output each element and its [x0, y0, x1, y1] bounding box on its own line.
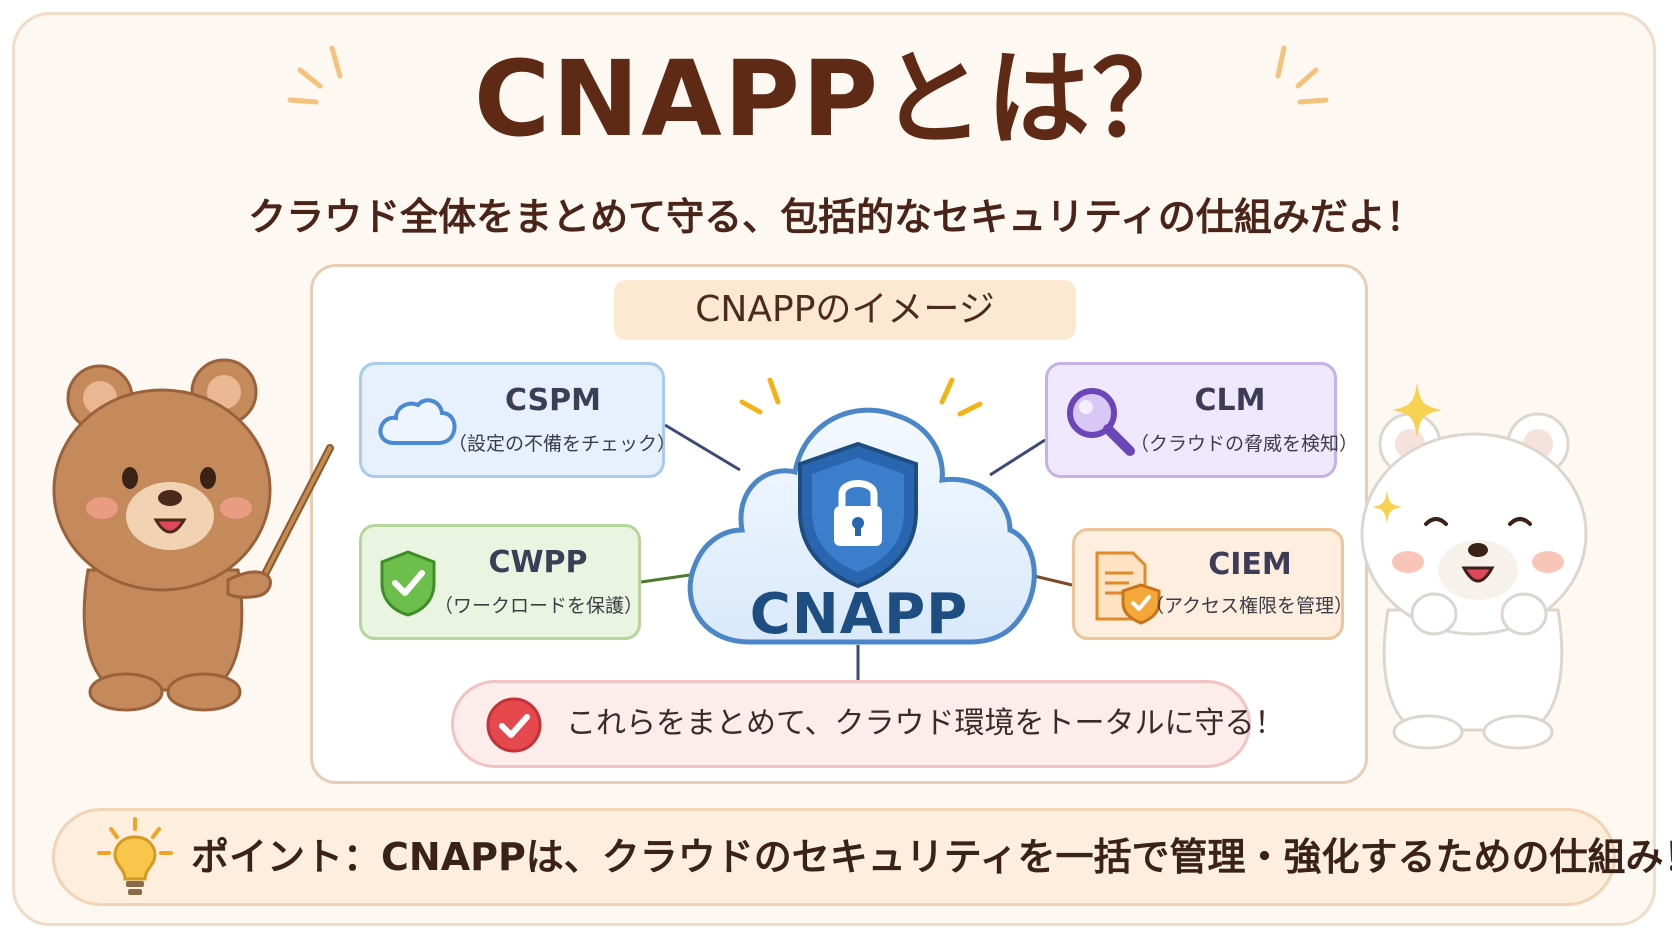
shield-lock-icon: [798, 441, 918, 589]
cloud-rays-icon: [739, 377, 983, 417]
component-ciem: CIEM （アクセス権限を管理）: [1072, 528, 1354, 640]
summary-pill: これらをまとめて、クラウド環境をトータルに守る！: [451, 680, 1285, 768]
white-bear-illustration: [1360, 412, 1588, 750]
component-cwpp: CWPP （ワークロードを保護）: [359, 524, 644, 640]
clm-name: CLM: [1194, 383, 1266, 418]
cnapp-center-label: CNAPP: [749, 582, 969, 647]
component-cspm: CSPM （設定の不備をチェック）: [359, 362, 677, 478]
panel-heading: CNAPPのイメージ: [614, 280, 1076, 340]
sparkle-large-icon: [1392, 382, 1442, 438]
ciem-name: CIEM: [1208, 547, 1292, 582]
title-sparkle-left-icon: [287, 45, 343, 105]
page-subtitle: クラウド全体をまとめて守る、包括的なセキュリティの仕組みだよ！: [248, 195, 1424, 239]
page-title: CNAPPとは？: [473, 38, 1199, 160]
cwpp-name: CWPP: [488, 545, 588, 580]
summary-text: これらをまとめて、クラウド環境をトータルに守る！: [566, 706, 1285, 741]
cspm-name: CSPM: [504, 383, 602, 418]
cspm-desc: （設定の不備をチェック）: [448, 433, 677, 455]
ciem-desc: （アクセス権限を管理）: [1145, 595, 1354, 617]
component-clm: CLM （クラウドの脅威を検知）: [1045, 362, 1359, 478]
cwpp-desc: （ワークロードを保護）: [434, 595, 644, 617]
lightbulb-icon: [97, 817, 173, 895]
brown-bear-illustration: [52, 358, 334, 712]
sparkle-small-icon: [1372, 490, 1402, 524]
point-bar: ポイント：CNAPPは、クラウドのセキュリティを一括で管理・強化するための仕組み…: [52, 808, 1672, 906]
title-sparkle-right-icon: [1275, 45, 1329, 105]
magnifier-icon: [1067, 388, 1135, 456]
point-text: ポイント：CNAPPは、クラウドのセキュリティを一括で管理・強化するための仕組み…: [191, 835, 1672, 879]
check-circle-icon: [486, 697, 542, 753]
cloud-icon: [378, 398, 457, 445]
clm-desc: （クラウドの脅威を検知）: [1130, 433, 1359, 455]
shield-check-icon: [380, 550, 436, 617]
document-shield-icon: [1095, 551, 1161, 625]
